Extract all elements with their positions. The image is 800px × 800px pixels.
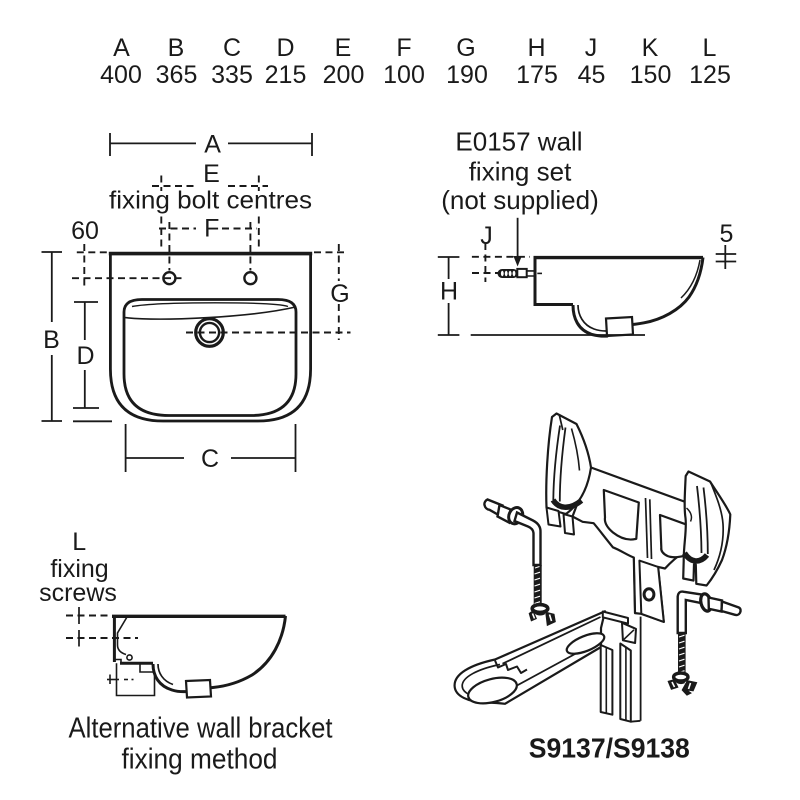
svg-text:screws: screws [39,579,117,607]
svg-text:365: 365 [156,61,198,89]
svg-text:215: 215 [265,61,307,89]
svg-text:D: D [276,34,294,62]
svg-text:E0157 wall: E0157 wall [455,127,582,157]
svg-text:400: 400 [100,61,142,89]
svg-text:100: 100 [383,61,425,89]
svg-text:fixing bolt centres: fixing bolt centres [109,187,312,215]
svg-text:C: C [223,34,241,62]
svg-text:C: C [201,445,219,473]
svg-text:E: E [335,34,352,62]
svg-text:335: 335 [211,61,253,89]
svg-text:K: K [642,34,659,62]
svg-text:200: 200 [323,61,365,89]
svg-text:190: 190 [446,61,488,89]
svg-text:fixing method: fixing method [122,744,278,776]
svg-text:E: E [203,160,220,188]
svg-text:B: B [43,326,60,354]
svg-text:A: A [113,34,130,62]
svg-text:fixing: fixing [50,555,108,583]
svg-text:F: F [396,34,411,62]
svg-text:125: 125 [689,61,731,89]
svg-text:A: A [204,130,221,158]
svg-text:H: H [527,34,545,62]
svg-text:(not supplied): (not supplied) [441,185,599,215]
svg-text:fixing set: fixing set [469,157,572,187]
svg-text:B: B [168,34,185,62]
svg-text:D: D [76,342,94,370]
svg-text:175: 175 [516,61,558,89]
svg-text:S9137/S9138: S9137/S9138 [529,733,690,764]
svg-text:150: 150 [630,61,672,89]
svg-text:60: 60 [71,217,99,245]
svg-text:5: 5 [720,220,734,248]
svg-text:L: L [72,528,86,556]
svg-text:45: 45 [578,61,606,89]
svg-text:H: H [440,278,458,306]
svg-text:Alternative wall bracket: Alternative wall bracket [69,713,333,745]
svg-text:J: J [585,34,598,62]
svg-text:J: J [480,222,493,250]
svg-text:F: F [204,215,219,243]
svg-text:G: G [456,34,475,62]
svg-text:L: L [703,34,717,62]
svg-text:G: G [330,280,349,308]
